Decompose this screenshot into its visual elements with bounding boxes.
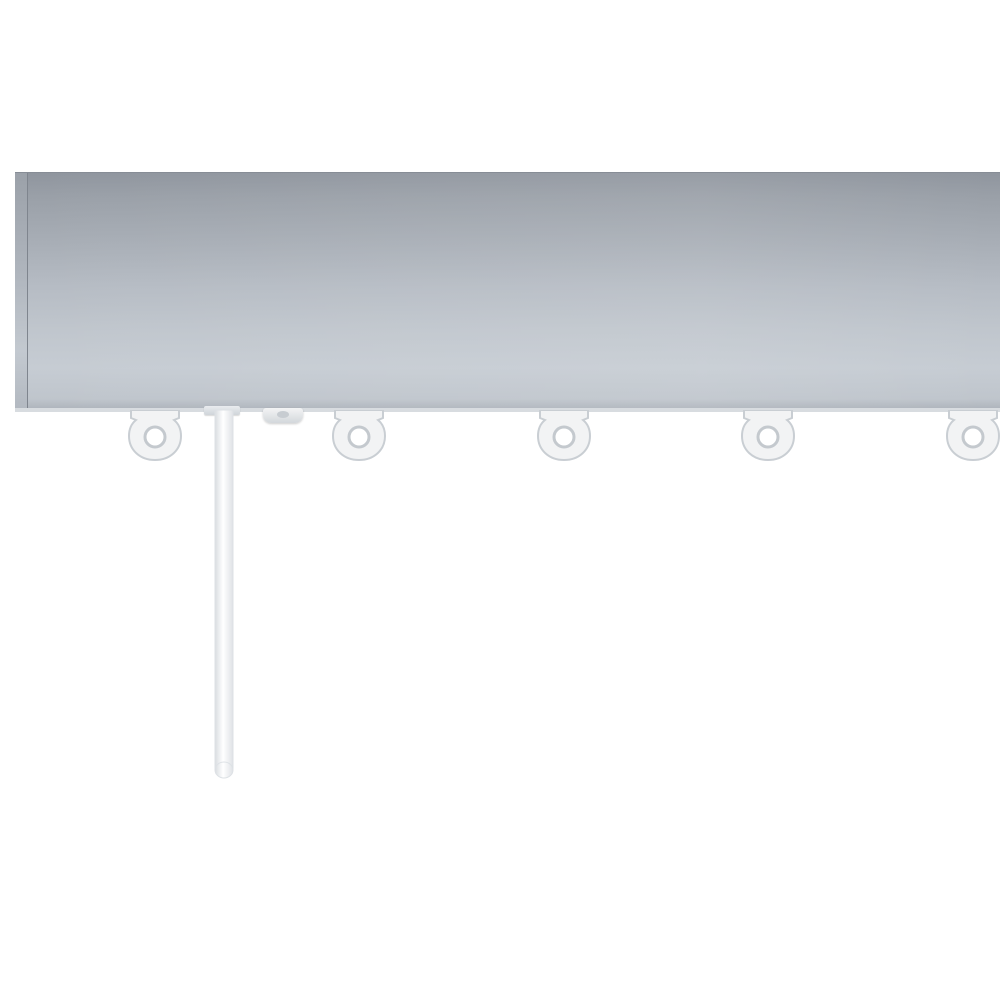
glider-hook-icon <box>128 410 182 462</box>
glider-hook-icon <box>741 410 795 462</box>
rail-sheen <box>15 173 1000 411</box>
glider-hook-icon <box>946 410 1000 462</box>
draw-wand <box>214 410 234 779</box>
runner-detail <box>277 411 289 418</box>
glider-hook-icon <box>537 410 591 462</box>
rail-end-cap <box>15 173 28 411</box>
glider-hook-icon <box>332 410 386 462</box>
rail-underside <box>15 408 1000 412</box>
curtain-rail <box>15 172 1000 411</box>
master-runner <box>263 408 303 423</box>
